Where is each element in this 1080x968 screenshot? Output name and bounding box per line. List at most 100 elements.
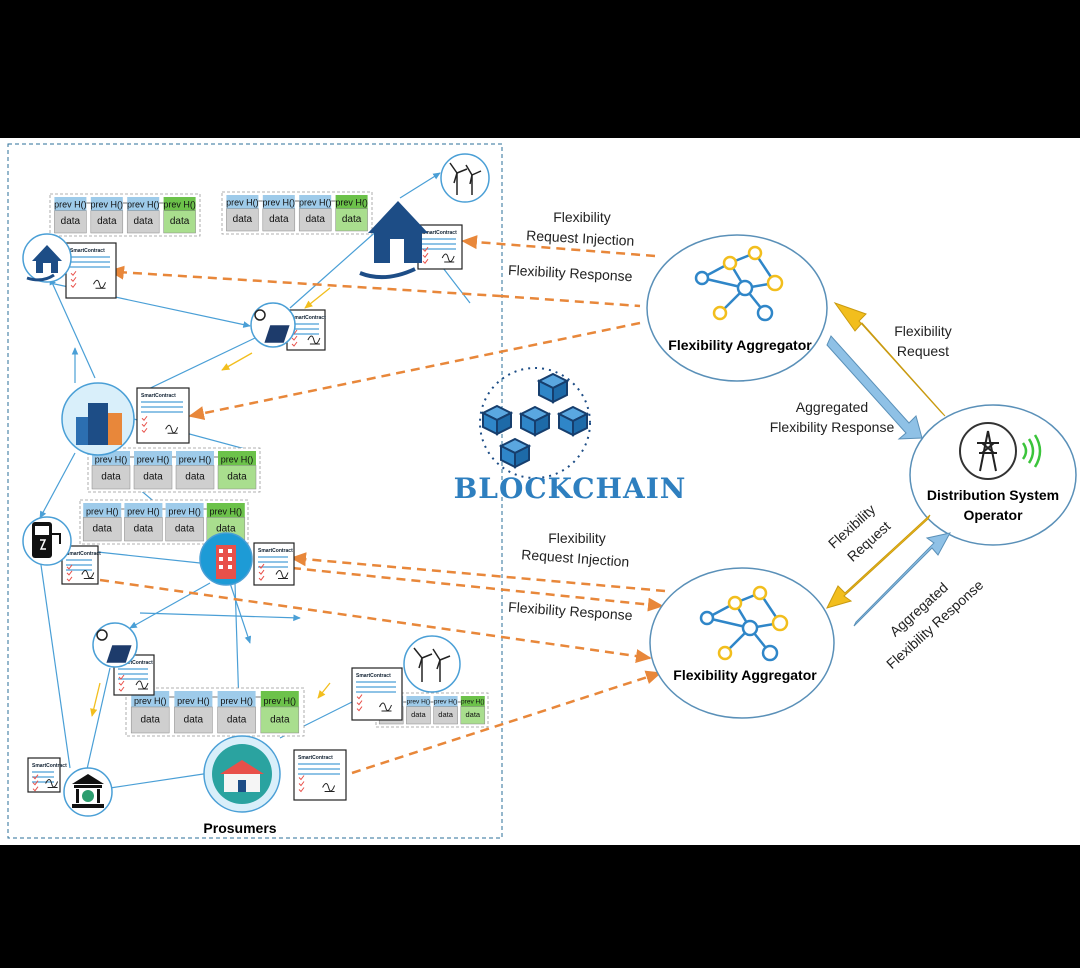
block-header: prev H()	[299, 198, 332, 208]
diagram-canvas: prev H() data prev H() data prev H() data prev…	[0, 138, 1080, 845]
block-data: data	[92, 524, 112, 535]
block-header: prev H()	[163, 200, 196, 210]
smart-contract-label: SmartContract	[70, 248, 105, 254]
block-header: prev H()	[95, 454, 128, 464]
block: prev H() data	[54, 197, 87, 234]
block-data: data	[140, 715, 160, 726]
block-data: data	[184, 715, 204, 726]
dso-label-line1: Distribution System	[927, 487, 1059, 503]
block-header: prev H()	[461, 699, 484, 706]
network-icon-2	[699, 585, 789, 662]
house-icon	[22, 233, 72, 283]
smart-contract-label: SmartContract	[32, 763, 67, 769]
block-header: prev H()	[335, 198, 368, 208]
block-data: data	[133, 216, 153, 227]
block-header: prev H()	[179, 454, 212, 464]
top-injection-label-1: Flexibility	[553, 209, 611, 225]
block-data: data	[227, 472, 247, 483]
block: prev H()data	[174, 691, 213, 734]
block-data: data	[61, 216, 81, 227]
block-data: data	[97, 216, 117, 227]
block-header: prev H()	[407, 699, 430, 706]
block: prev H() data	[217, 451, 257, 490]
block-header: prev H()	[226, 198, 259, 208]
block: prev H() data	[163, 197, 196, 234]
top-to-dso-label-1: Aggregated	[796, 399, 868, 415]
dashed-flexibility-arrows	[99, 235, 666, 775]
dso-to-top-label-2: Request	[897, 343, 949, 359]
smart-contract-icon: SmartContract	[65, 242, 117, 299]
block: prev H() data	[335, 195, 368, 232]
block-data: data	[134, 524, 154, 535]
network-icon	[694, 245, 784, 322]
block: prev H()data	[263, 195, 296, 232]
block-data: data	[342, 214, 362, 225]
cube-icon	[518, 405, 552, 437]
block-header: prev H()	[137, 454, 170, 464]
dso-bottom-arrows	[826, 514, 951, 627]
smart-contract-label: SmartContract	[141, 393, 176, 399]
block-header: prev H()	[220, 696, 253, 706]
block: prev H() data	[460, 696, 486, 725]
block-header: prev H()	[134, 696, 167, 706]
top-response-label: Flexibility Response	[508, 262, 633, 285]
block-data: data	[305, 214, 325, 225]
smart-contract-icon: SmartContract	[293, 749, 347, 801]
yellow-energy-arrows	[90, 287, 331, 717]
smart-contract-label: SmartContract	[258, 548, 293, 554]
smart-contract-label: SmartContract	[422, 230, 457, 236]
block: prev H()data	[175, 451, 215, 490]
smart-contract-label: SmartContract	[298, 755, 333, 761]
block: prev H() data	[299, 195, 332, 232]
dso-to-top-label-1: Flexibility	[894, 323, 952, 339]
block-header: prev H()	[91, 200, 124, 210]
aggregator-top-label: Flexibility Aggregator	[668, 337, 812, 353]
block-header: prev H()	[264, 696, 297, 706]
block-data: data	[216, 524, 236, 535]
block-header: prev H()	[54, 200, 87, 210]
block-header: prev H()	[221, 454, 254, 464]
block-data: data	[175, 524, 195, 535]
smart-contract-icon: SmartContract	[136, 387, 190, 444]
wind-turbine-icon	[440, 153, 490, 203]
block: prev H()data	[433, 696, 458, 725]
cube-icon	[536, 372, 570, 404]
smart-contract-label: SmartContract	[356, 673, 391, 679]
ev-charger-icon	[22, 516, 72, 566]
flexibility-aggregator-bottom: Flexibility Aggregator	[649, 567, 835, 719]
aggregator-bottom-label: Flexibility Aggregator	[673, 667, 817, 683]
smart-contract-icon: SmartContract	[27, 757, 67, 793]
block-data: data	[411, 710, 426, 719]
block: prev H()data	[91, 451, 131, 490]
block-data: data	[465, 710, 480, 719]
block: prev H() data	[127, 197, 160, 234]
block-header: prev H()	[127, 200, 160, 210]
wind-turbine-icon-2	[403, 635, 461, 693]
block-header: prev H()	[86, 506, 119, 516]
block-header: prev H()	[263, 198, 296, 208]
smart-contract-label: SmartContract	[66, 551, 101, 557]
block-data: data	[170, 216, 190, 227]
dso-label-line2: Operator	[963, 507, 1023, 523]
cube-icon	[556, 405, 590, 437]
block-header: prev H()	[210, 506, 243, 516]
villa-house-icon	[203, 735, 281, 813]
block-data: data	[143, 472, 163, 483]
block-header: prev H()	[127, 506, 160, 516]
blockchain-title: BLOCKCHAIN	[454, 472, 687, 505]
blockchain-logo: BLOCKCHAIN	[454, 367, 687, 505]
cube-icon	[480, 404, 514, 436]
top-to-dso-label-2: Flexibility Response	[770, 419, 895, 435]
block: prev H() data	[130, 691, 170, 734]
flexibility-aggregator-top: Flexibility Aggregator	[646, 234, 828, 382]
smart-contract-icon: SmartContract	[253, 542, 295, 586]
smart-contract-label: SmartContract	[291, 315, 326, 321]
solar-panel-icon-2	[92, 622, 138, 668]
block: prev H()data	[165, 503, 204, 542]
prosumers-label: Prosumers	[203, 820, 276, 836]
diagram-svg: prev H() data prev H() data prev H() data prev…	[7, 143, 1077, 839]
block: prev H()data	[260, 691, 300, 734]
